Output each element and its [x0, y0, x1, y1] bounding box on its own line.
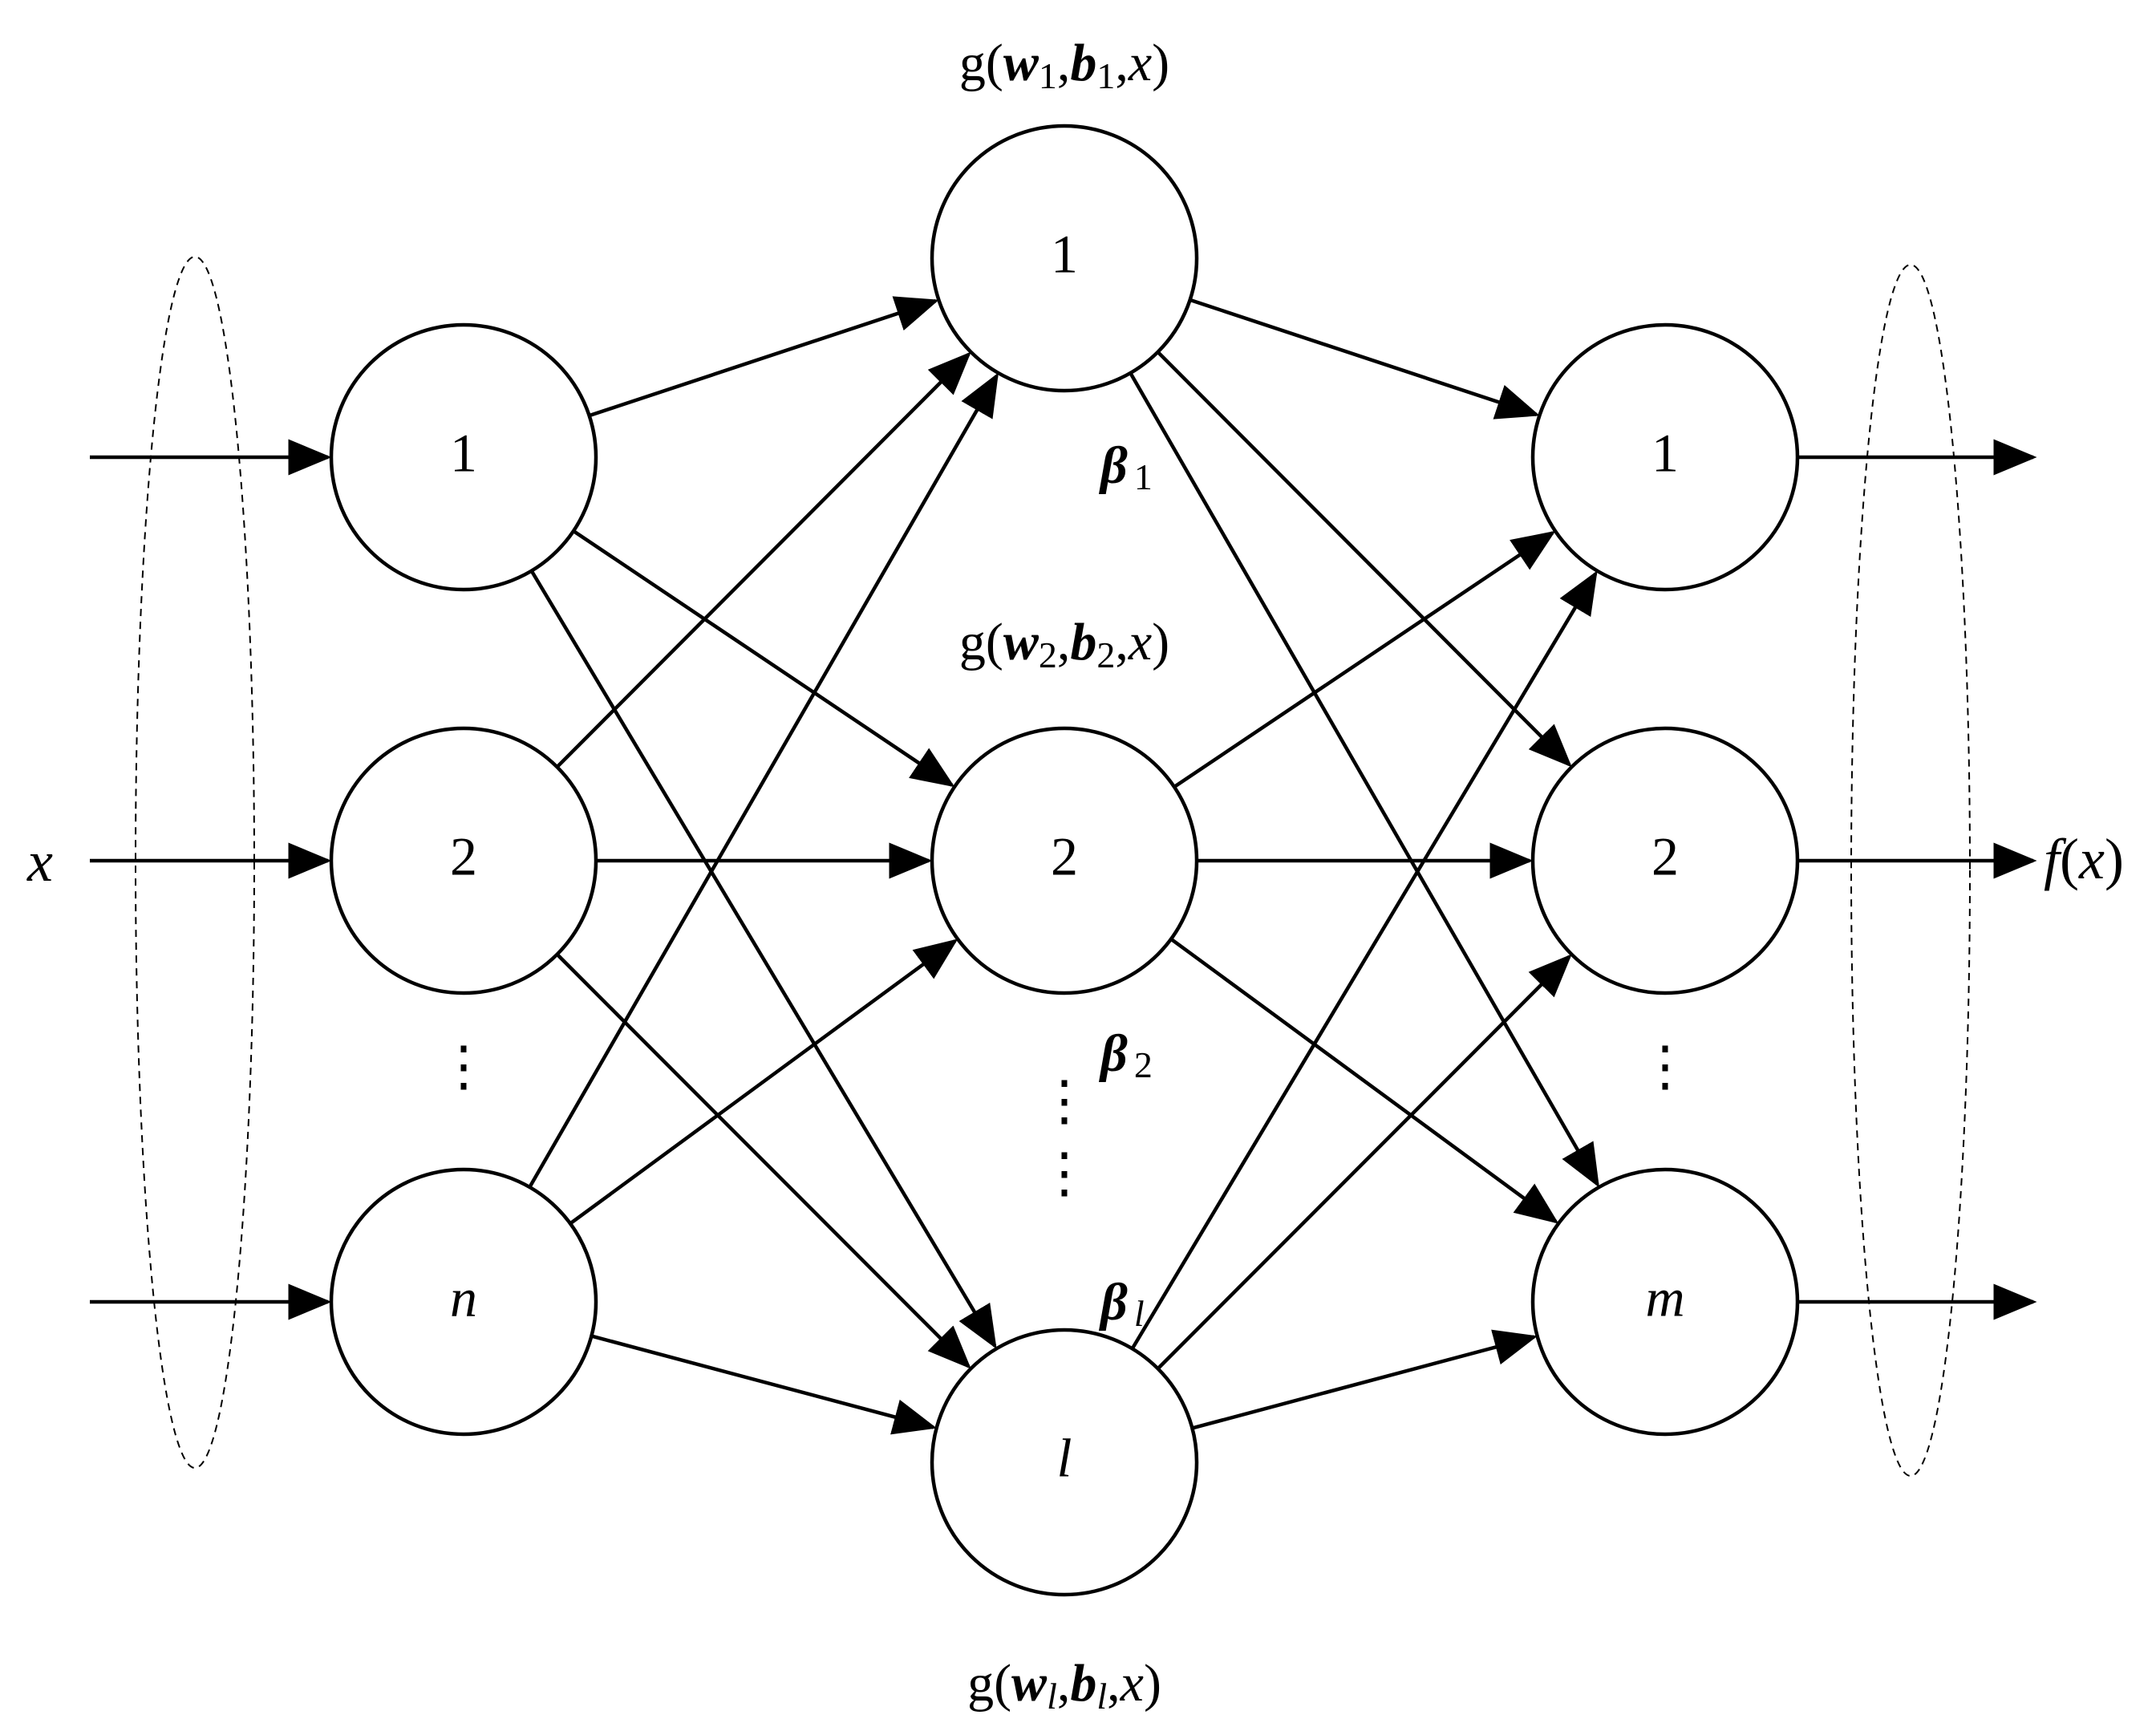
- hidden-layer: 1 2 ⋮ ⋮ l: [930, 124, 1199, 1597]
- edge-input-1-hidden-l: [529, 570, 997, 1349]
- activation-formula-2: g(w2,b2,x): [959, 613, 1169, 675]
- output-node-1-label: 1: [1651, 423, 1679, 484]
- hidden-layer-ellipsis-top: ⋮: [1037, 1071, 1092, 1132]
- edge-input-n-hidden-1: [528, 372, 999, 1189]
- edge-input-n-hidden-l: [590, 1334, 938, 1435]
- activation-formula-l: g(wl,bl,x): [967, 1654, 1161, 1717]
- edge-hidden-l-output-1: [1130, 570, 1598, 1350]
- output-node-m: m: [1530, 1167, 1800, 1437]
- edge-hidden-1-output-m: [1129, 371, 1599, 1188]
- edge-hidden-2-output-m: [1169, 937, 1559, 1224]
- hidden-node-l: l: [930, 1328, 1199, 1597]
- output-node-1: 1: [1530, 322, 1800, 592]
- output-node-2: 2: [1530, 726, 1800, 995]
- edge-input-2-hidden-1: [555, 351, 971, 768]
- input-node-1-label: 1: [450, 423, 477, 484]
- connections: [90, 296, 2037, 1435]
- edge-hidden-1-output-2: [1156, 351, 1572, 768]
- edge-hidden-l-output-2: [1157, 954, 1572, 1370]
- edge-input-1-hidden-1: [588, 296, 939, 418]
- input-layer-ellipsis: ⋮: [436, 1036, 491, 1097]
- output-layer: 1 2 ⋮ m: [1530, 322, 1800, 1437]
- input-node-n-label: n: [450, 1267, 477, 1328]
- activation-formula-1: g(w1,b1,x): [959, 34, 1169, 96]
- output-node-2-label: 2: [1651, 826, 1679, 887]
- output-fx-label: f(x): [2044, 827, 2124, 891]
- output-node-m-label: m: [1645, 1267, 1684, 1328]
- hidden-layer-ellipsis: ⋮ ⋮: [1037, 1071, 1092, 1204]
- edge-hidden-2-output-1: [1173, 530, 1556, 789]
- edge-input-n-hidden-2: [569, 938, 958, 1226]
- input-node-2: 2: [329, 726, 598, 995]
- edge-input-1-hidden-2: [572, 529, 955, 788]
- input-x-label: x: [26, 829, 53, 894]
- hidden-layer-ellipsis-bottom: ⋮: [1037, 1143, 1092, 1204]
- output-layer-ellipsis: ⋮: [1638, 1036, 1692, 1097]
- hidden-node-1: 1: [930, 124, 1199, 393]
- edge-hidden-l-output-m: [1191, 1329, 1538, 1430]
- hidden-node-2-label: 2: [1051, 826, 1078, 887]
- hidden-node-1-label: 1: [1051, 224, 1078, 285]
- edge-input-2-hidden-l: [556, 953, 971, 1369]
- input-node-1: 1: [329, 322, 598, 592]
- input-node-2-label: 2: [450, 826, 477, 887]
- input-node-n: n: [329, 1167, 598, 1437]
- hidden-node-l-label: l: [1057, 1428, 1072, 1489]
- hidden-node-2: 2: [930, 726, 1199, 995]
- edge-hidden-1-output-1: [1189, 298, 1540, 420]
- input-layer: 1 2 ⋮ n: [329, 322, 598, 1437]
- output-group-ellipse: [1850, 264, 1971, 1477]
